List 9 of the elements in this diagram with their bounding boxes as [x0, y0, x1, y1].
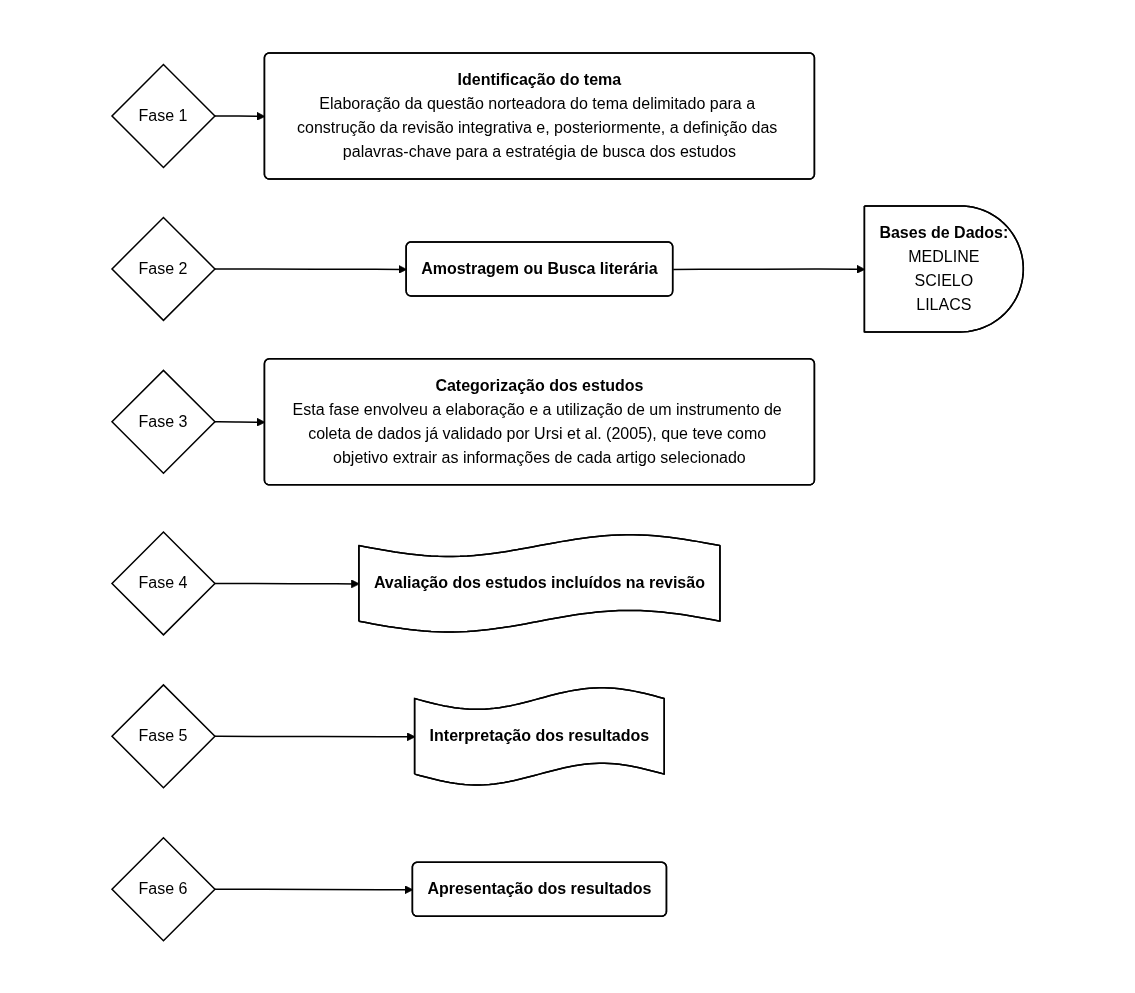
node-diamond: Fase 5 [110, 683, 216, 789]
arrow [213, 579, 360, 588]
node-diamond: Fase 2 [110, 216, 216, 322]
arrow [213, 264, 407, 274]
node-diamond: Fase 3 [110, 368, 216, 474]
node-diamond: Fase 4 [110, 530, 216, 636]
node-diamond: Fase 1 [110, 63, 216, 169]
arrow [213, 732, 416, 741]
node-diamond: Fase 6 [110, 836, 216, 942]
